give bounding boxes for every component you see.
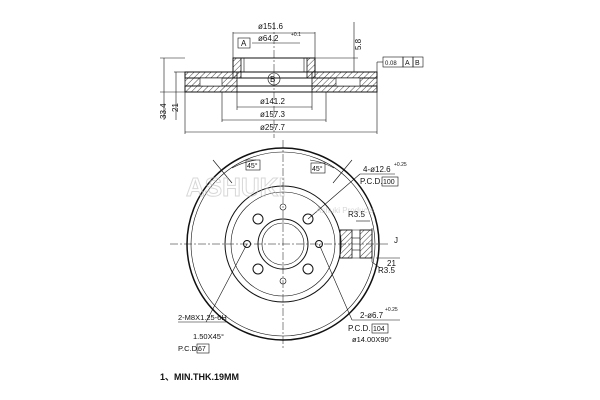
radius-1: R3.5 xyxy=(348,210,365,219)
section-mark: J xyxy=(394,236,398,245)
bolt-hole xyxy=(252,263,264,275)
dim-64-2: ø64.2 xyxy=(258,34,279,43)
watermark-logo: ASHUKI xyxy=(186,172,286,202)
dim-5-8: 5.8 xyxy=(354,38,363,50)
tol-ref-a: A xyxy=(405,60,410,67)
dim-64-2-tol: +0.1 xyxy=(291,32,301,38)
locator-hole xyxy=(279,203,287,211)
front-view: 45° 45° 4-ø12.6 +0.25 P.C.D. 100 R3.5 R3… xyxy=(170,140,407,354)
holes-2-tol: +0.25 xyxy=(385,307,398,313)
side-view: ø151.6 ø64.2 +0.1 A B 5.8 0.08 A B 33.4 … xyxy=(159,22,424,138)
datum-b-circle xyxy=(267,72,281,86)
pcd-label-3: P.C.D. xyxy=(348,324,371,333)
bore-callout: ø14.00X90° xyxy=(352,335,392,344)
pcd-label-1: P.C.D. xyxy=(360,177,383,186)
thread-callout: 2-M8X1.25-6H xyxy=(178,313,227,322)
radius-2: R3.5 xyxy=(378,266,395,275)
bolt-hole xyxy=(302,263,314,275)
pcd-label-2: P.C.D. xyxy=(178,344,199,353)
dim-151-6: ø151.6 xyxy=(258,22,283,31)
datum-b: B xyxy=(270,75,275,84)
bolt-hole xyxy=(302,213,314,225)
thread-hole xyxy=(315,240,323,248)
dim-21: 21 xyxy=(171,103,180,112)
chamfer-callout: 1.50X45° xyxy=(193,332,224,341)
tol-value: 0.08 xyxy=(385,61,397,67)
pcd-value-3: 104 xyxy=(373,326,385,333)
pcd-value-1: 100 xyxy=(383,179,395,186)
locator-hole xyxy=(279,277,287,285)
angle-45-right: 45° xyxy=(312,165,323,173)
holes-callout-1: 4-ø12.6 xyxy=(363,165,391,174)
thread-hole xyxy=(243,240,251,248)
holes-1-tol: +0.25 xyxy=(394,162,407,168)
holes-callout-2: 2-ø6.7 xyxy=(360,311,384,320)
pcd-value-2: 67 xyxy=(198,346,206,353)
section-width: 21 xyxy=(387,259,396,268)
watermark: ASHUKI Ashuki Products xyxy=(186,172,374,216)
dim-141-2: ø141.2 xyxy=(260,97,285,106)
disc-outer-edge xyxy=(186,147,380,341)
dim-257-7: ø257.7 xyxy=(260,123,285,132)
datum-a-box xyxy=(237,37,251,49)
min-thickness-note: 1、MIN.THK.19MM xyxy=(160,372,239,382)
watermark-sub: Ashuki Products xyxy=(316,206,374,215)
tol-ref-b: B xyxy=(415,60,420,67)
datum-a: A xyxy=(241,39,247,48)
bolt-hole xyxy=(252,213,264,225)
dim-157-3: ø157.3 xyxy=(260,110,285,119)
angle-45-left: 45° xyxy=(247,162,258,170)
center-bore xyxy=(257,218,309,270)
dim-33-4: 33.4 xyxy=(159,103,168,119)
